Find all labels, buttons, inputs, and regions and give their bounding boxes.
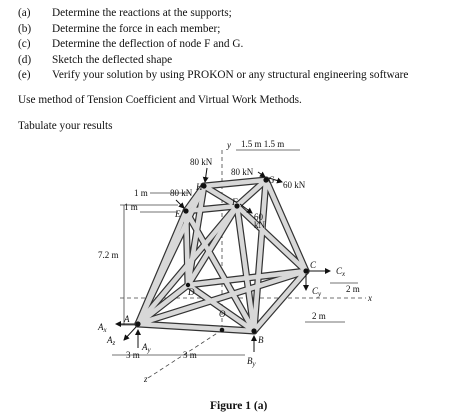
ay-label: Ay — [141, 342, 152, 354]
load-h-label: 80 kN — [190, 157, 213, 167]
load-g-side-label: 60 kN — [283, 180, 306, 190]
truss-figure: y 1.5 m 1.5 m 80 kN 80 kN 60 kN 80 kN 1 … — [97, 139, 372, 384]
ax-label: Ax — [97, 322, 108, 334]
node-c-label: C — [310, 260, 317, 270]
item-label: (b) — [18, 22, 32, 35]
dim-3m-b-label: 3 m — [183, 350, 197, 360]
z-label: z — [143, 374, 148, 384]
z-axis — [147, 329, 223, 379]
list-item: (b) Determine the force in each member; — [18, 22, 408, 38]
figure-labels: y 1.5 m 1.5 m 80 kN 80 kN 60 kN 80 kN 1 … — [97, 139, 372, 384]
question-list: (a) Determine the reactions at the suppor… — [18, 6, 408, 84]
x-label: x — [367, 293, 372, 303]
node-f-label: F — [231, 197, 238, 207]
item-label: (e) — [18, 69, 31, 81]
item-label: (c) — [18, 38, 31, 50]
tabulate-text: Tabulate your results — [18, 120, 113, 132]
item-text: Determine the force in each member; — [52, 22, 221, 35]
node-h-label: H — [195, 182, 203, 192]
top-dims-label: 1.5 m 1.5 m — [241, 139, 284, 149]
dim-2m-a-label: 2 m — [346, 284, 360, 294]
item-label: (a) — [18, 7, 31, 19]
method-text: Use method of Tension Coefficient and Vi… — [18, 94, 302, 106]
list-item: (c) Determine the deflection of node F an… — [18, 37, 408, 53]
load-e-label: 80 kN — [170, 188, 193, 198]
truss-joints — [135, 177, 309, 334]
load-f-unit-label: kN — [254, 220, 266, 230]
cy-label: Cy — [312, 286, 322, 298]
node-d-label: D — [187, 287, 195, 297]
item-text: Verify your solution by using PROKON or … — [52, 69, 409, 81]
figure-caption: Figure 1 (a) — [210, 400, 268, 412]
node-a-label: A — [123, 314, 130, 324]
item-label: (d) — [18, 53, 32, 66]
node-g-label: G — [268, 175, 275, 185]
load-g-label: 80 kN — [231, 167, 254, 177]
by-label: By — [247, 356, 257, 368]
list-item: (d) Sketch the deflected shape — [18, 53, 408, 69]
item-text: Determine the reactions at the supports; — [52, 7, 232, 19]
node-o-label: O — [219, 309, 226, 319]
list-item: (a) Determine the reactions at the suppor… — [18, 6, 408, 22]
dim-1m-a-label: 1 m — [134, 188, 148, 198]
truss-members — [134, 176, 310, 335]
y-label: y — [226, 140, 231, 150]
item-text: Sketch the deflected shape — [52, 53, 173, 66]
cx-label: Cx — [336, 266, 346, 278]
node-b-label: B — [258, 335, 264, 345]
node-e-label: E — [174, 209, 181, 219]
height-label: 7.2 m — [98, 250, 119, 260]
force-arrows — [115, 167, 331, 352]
dim-2m-b-label: 2 m — [312, 311, 326, 321]
list-item: (e) Verify your solution by using PROKON … — [18, 68, 408, 84]
az-label: Az — [106, 335, 116, 347]
load-f-label: 60 — [254, 212, 264, 222]
dim-1m-b-label: 1 m — [124, 202, 138, 212]
item-text: Determine the deflection of node F and G… — [52, 38, 244, 50]
dim-3m-a-label: 3 m — [126, 350, 140, 360]
